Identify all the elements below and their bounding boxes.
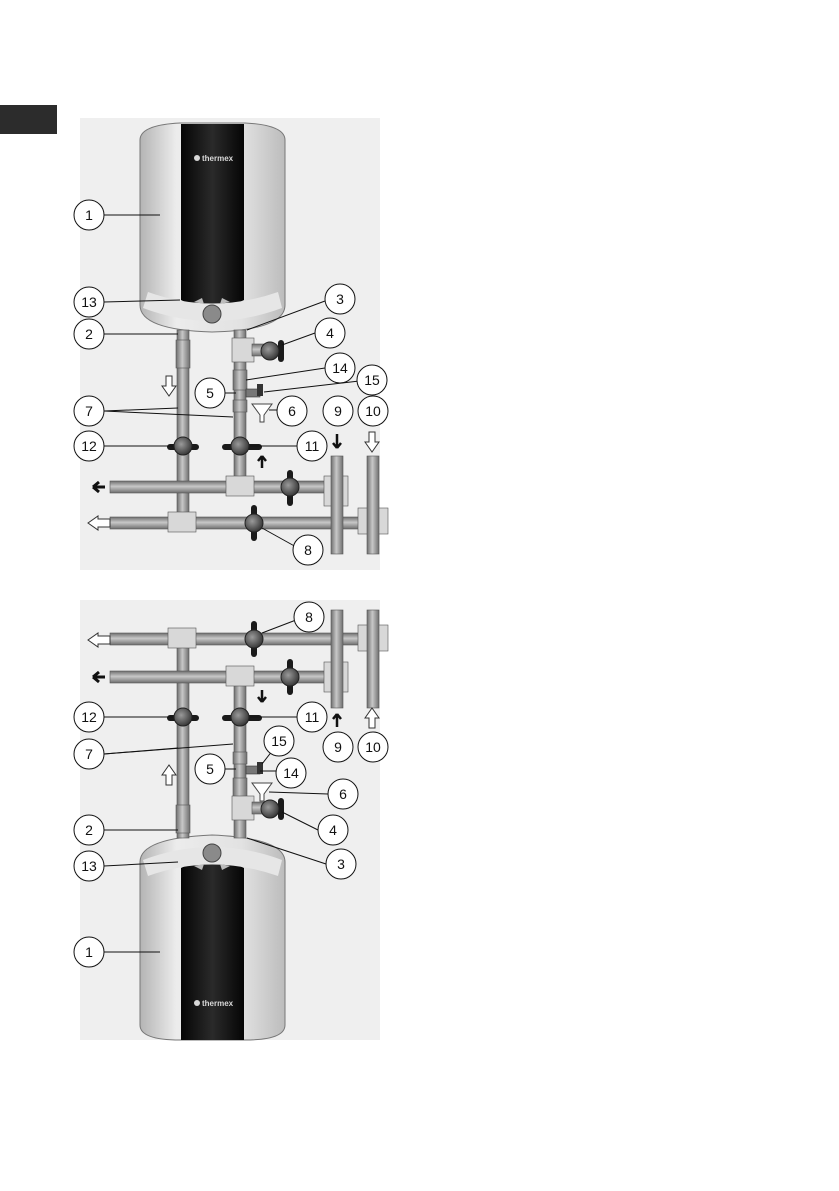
callout-4: 4: [314, 317, 346, 349]
callout-2: 2: [73, 814, 105, 846]
svg-text:8: 8: [305, 609, 313, 625]
callout-8: 8: [292, 534, 324, 566]
hot-outlet-arrow-icon: [92, 670, 105, 684]
drain-funnel: [251, 403, 273, 423]
thermostat-knob: [202, 843, 222, 863]
section-tab: [0, 105, 57, 134]
valve-8: [244, 621, 264, 657]
svg-text:9: 9: [334, 403, 342, 419]
svg-text:7: 7: [85, 746, 93, 762]
drain-valve-4: [260, 340, 284, 362]
callout-4: 4: [317, 814, 349, 846]
svg-text:4: 4: [329, 822, 337, 838]
upflow-arrow-icon: [257, 455, 267, 468]
hot-supply-arrow-icon: [332, 713, 342, 727]
svg-text:12: 12: [81, 709, 97, 725]
drain-funnel: [251, 782, 273, 802]
callout-8: 8: [293, 601, 325, 633]
callout-14: 14: [324, 352, 356, 384]
callout-1: 1: [73, 199, 105, 231]
svg-text:1: 1: [85, 944, 93, 960]
svg-text:1: 1: [85, 207, 93, 223]
callout-10: 10: [357, 395, 389, 427]
leader-lines: [103, 619, 329, 953]
cold-supply-arrow-icon: [364, 707, 380, 729]
callout-12: 12: [73, 701, 105, 733]
svg-text:3: 3: [337, 856, 345, 872]
svg-text:2: 2: [85, 822, 93, 838]
hot-outlet-arrow-icon: [92, 480, 105, 494]
svg-text:15: 15: [271, 733, 287, 749]
brand-label: thermex: [202, 154, 234, 163]
heater-front-panel: [181, 124, 244, 308]
svg-text:13: 13: [81, 858, 97, 874]
brand-label: thermex: [202, 999, 234, 1008]
svg-text:3: 3: [336, 291, 344, 307]
svg-text:5: 5: [206, 385, 214, 401]
callout-3: 3: [325, 848, 357, 880]
top-installation: thermex: [73, 118, 389, 570]
callout-11: 11: [296, 701, 328, 733]
thermostat-knob: [202, 304, 222, 324]
svg-text:12: 12: [81, 438, 97, 454]
svg-text:15: 15: [364, 372, 380, 388]
svg-text:14: 14: [283, 765, 299, 781]
valve-12: [167, 436, 199, 456]
svg-text:14: 14: [332, 360, 348, 376]
downflow-arrow-icon: [257, 690, 267, 703]
bottom-installation: thermex: [73, 600, 389, 1041]
drain-valve-4: [260, 798, 284, 820]
cold-downflow-arrow-icon: [161, 375, 177, 397]
leader-lines: [103, 214, 369, 549]
brand-logo-icon: [194, 155, 200, 161]
callout-13: 13: [73, 850, 105, 882]
callout-7: 7: [73, 738, 105, 770]
hot-supply-arrow-icon: [332, 434, 342, 449]
svg-text:7: 7: [85, 403, 93, 419]
callout-9: 9: [322, 395, 354, 427]
water-heater: thermex: [139, 122, 286, 333]
svg-text:11: 11: [305, 709, 320, 725]
heater-front-panel: [181, 860, 244, 1040]
svg-text:6: 6: [339, 786, 347, 802]
svg-text:10: 10: [365, 739, 381, 755]
valve-12: [167, 707, 199, 727]
cold-upflow-arrow-icon: [161, 764, 177, 786]
callout-12: 12: [73, 430, 105, 462]
svg-text:6: 6: [288, 403, 296, 419]
svg-text:11: 11: [305, 438, 320, 454]
brand-logo-icon: [194, 1000, 200, 1006]
callout-6: 6: [276, 395, 308, 427]
svg-text:4: 4: [326, 325, 334, 341]
valve-hot-line: [280, 659, 300, 695]
water-heater: thermex: [139, 834, 286, 1041]
callout-1: 1: [73, 936, 105, 968]
svg-text:13: 13: [81, 294, 97, 310]
valve-hot-line: [280, 470, 300, 506]
callout-15: 15: [356, 364, 388, 396]
callout-15: 15: [263, 725, 295, 757]
cold-outlet-arrow-icon: [87, 632, 111, 648]
svg-text:8: 8: [304, 542, 312, 558]
callout-6: 6: [327, 778, 359, 810]
callout-2: 2: [73, 318, 105, 350]
callout-14: 14: [275, 757, 307, 789]
callout-7: 7: [73, 395, 105, 427]
callout-5: 5: [194, 377, 226, 409]
callout-3: 3: [324, 283, 356, 315]
callout-5: 5: [194, 753, 226, 785]
cold-supply-arrow-icon: [364, 431, 380, 453]
svg-text:9: 9: [334, 739, 342, 755]
callout-9: 9: [322, 731, 354, 763]
cold-outlet-arrow-icon: [87, 515, 111, 531]
svg-text:10: 10: [365, 403, 381, 419]
svg-text:2: 2: [85, 326, 93, 342]
callout-13: 13: [73, 286, 105, 318]
callout-11: 11: [296, 430, 328, 462]
valve-8: [244, 505, 264, 541]
svg-text:5: 5: [206, 761, 214, 777]
callout-10: 10: [357, 731, 389, 763]
